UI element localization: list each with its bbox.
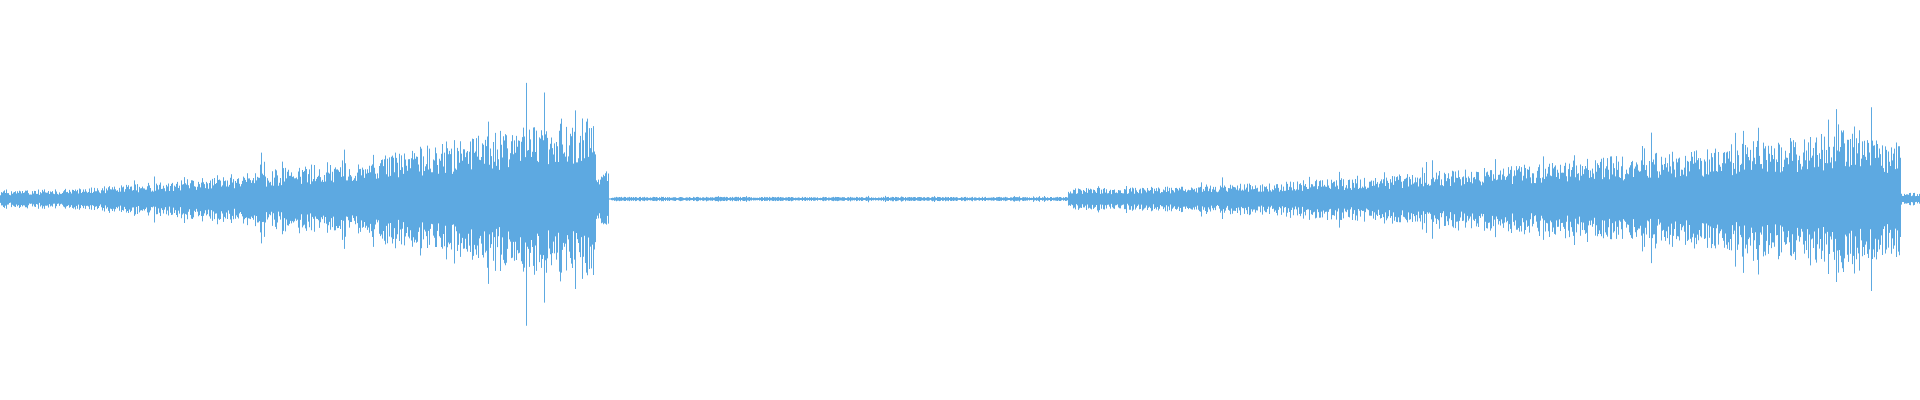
waveform-path <box>0 82 1920 326</box>
